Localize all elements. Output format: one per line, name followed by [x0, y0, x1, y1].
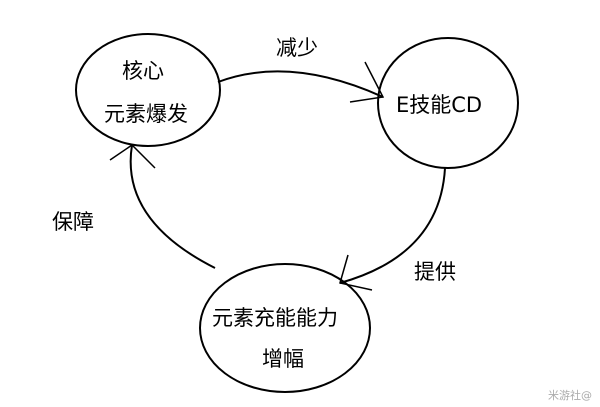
edge-provide [339, 167, 446, 284]
node-recharge-label-2: 增幅 [262, 347, 304, 371]
arrowhead-provide [339, 254, 373, 291]
node-recharge-label-1: 元素充能能力 [212, 306, 338, 330]
arrowhead-reduce [349, 61, 385, 103]
node-e-skill-cd [377, 37, 519, 169]
edge-label-reduce: 减少 [276, 36, 318, 60]
arrowhead-guarantee [109, 144, 156, 169]
edge-reduce [217, 70, 384, 98]
node-e-skill-label: E技能CD [396, 93, 483, 117]
node-core-label-1: 核心 [122, 59, 164, 83]
node-energy-recharge [199, 263, 371, 393]
node-core-label-2: 元素爆发 [104, 102, 188, 126]
edge-guarantee [129, 144, 216, 269]
node-core-burst [75, 33, 221, 147]
edge-label-provide: 提供 [414, 260, 456, 284]
watermark: 米游社@ [548, 389, 592, 402]
edge-label-guarantee: 保障 [52, 210, 94, 234]
